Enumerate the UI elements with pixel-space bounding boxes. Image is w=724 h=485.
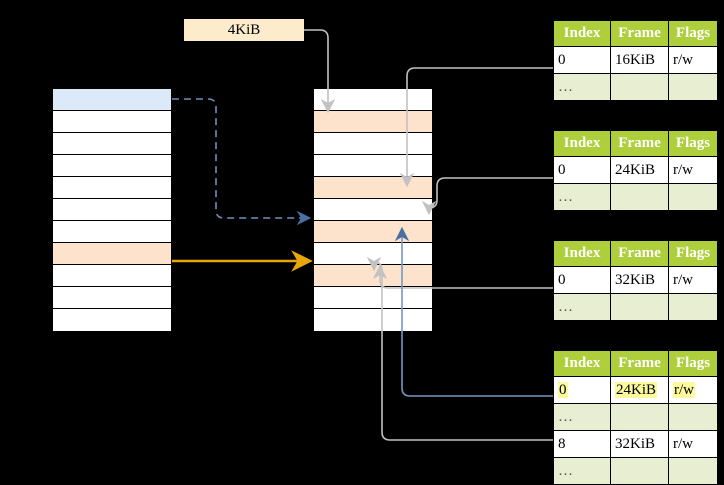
table-cell [668, 73, 718, 101]
page-size-label: 4KiB [184, 19, 304, 41]
table-cell: r/w [668, 376, 718, 404]
memory-row [53, 309, 171, 331]
column-header-flags: Flags [668, 240, 718, 267]
table-cell [668, 457, 718, 485]
memory-row [314, 155, 432, 177]
table-row: … [553, 293, 718, 321]
memory-row [314, 89, 432, 111]
memory-row [53, 265, 171, 287]
highlighted-value: 0 [558, 381, 568, 398]
memory-row [314, 287, 432, 309]
table-cell: r/w [668, 266, 718, 294]
column-header-index: Index [553, 350, 611, 377]
memory-row [314, 309, 432, 331]
table-cell [610, 183, 669, 211]
table-cell [668, 403, 718, 431]
column-header-flags: Flags [668, 20, 718, 47]
memory-row [314, 265, 432, 287]
table-cell: r/w [668, 156, 718, 184]
memory-row [53, 89, 171, 111]
memory-row [314, 221, 432, 243]
column-header-flags: Flags [668, 130, 718, 157]
table-cell: … [553, 457, 611, 485]
memory-row [53, 243, 171, 265]
table-row: … [553, 183, 718, 211]
table-cell: 8 [553, 430, 611, 458]
wire-pt2-to-phys5 [421, 177, 553, 216]
virtual-address-space [52, 88, 172, 331]
physical-address-space [313, 88, 433, 331]
table-cell: … [553, 293, 611, 321]
table-row: … [553, 73, 718, 101]
memory-row [314, 177, 432, 199]
table-cell [610, 403, 669, 431]
column-header-index: Index [553, 240, 611, 267]
table-cell: r/w [668, 46, 718, 74]
memory-row [314, 243, 432, 265]
table-cell: … [553, 403, 611, 431]
table-row: … [553, 457, 718, 485]
column-header-index: Index [553, 130, 611, 157]
table-cell: 0 [553, 376, 611, 404]
table-cell: 0 [553, 156, 611, 184]
table-cell [668, 183, 718, 211]
table-cell: 24KiB [610, 156, 669, 184]
memory-row [53, 111, 171, 133]
column-header-index: Index [553, 20, 611, 47]
highlighted-value: 24KiB [615, 381, 658, 398]
memory-row [53, 177, 171, 199]
memory-row [53, 155, 171, 177]
table-cell: … [553, 73, 611, 101]
column-header-flags: Flags [668, 350, 718, 377]
table-cell [610, 73, 669, 101]
column-header-frame: Frame [610, 350, 669, 377]
wire-virt0-to-phys6 [172, 98, 312, 226]
memory-row [53, 287, 171, 309]
table-cell: 0 [553, 46, 611, 74]
table-cell [610, 457, 669, 485]
table-cell: 32KiB [610, 266, 669, 294]
memory-row [53, 221, 171, 243]
highlighted-value: r/w [673, 381, 695, 398]
memory-row [314, 133, 432, 155]
column-header-frame: Frame [610, 240, 669, 267]
table-row: 0 24KiB r/w [553, 376, 718, 404]
table-cell: r/w [668, 430, 718, 458]
column-header-frame: Frame [610, 130, 669, 157]
column-header-frame: Frame [610, 20, 669, 47]
memory-row [314, 199, 432, 221]
table-cell [668, 293, 718, 321]
memory-row [53, 133, 171, 155]
table-cell [610, 293, 669, 321]
table-cell: 32KiB [610, 430, 669, 458]
memory-row [314, 111, 432, 133]
table-cell: 0 [553, 266, 611, 294]
table-cell: 16KiB [610, 46, 669, 74]
memory-row [53, 199, 171, 221]
table-cell: … [553, 183, 611, 211]
table-row: … [553, 403, 718, 431]
table-cell: 24KiB [610, 376, 669, 404]
